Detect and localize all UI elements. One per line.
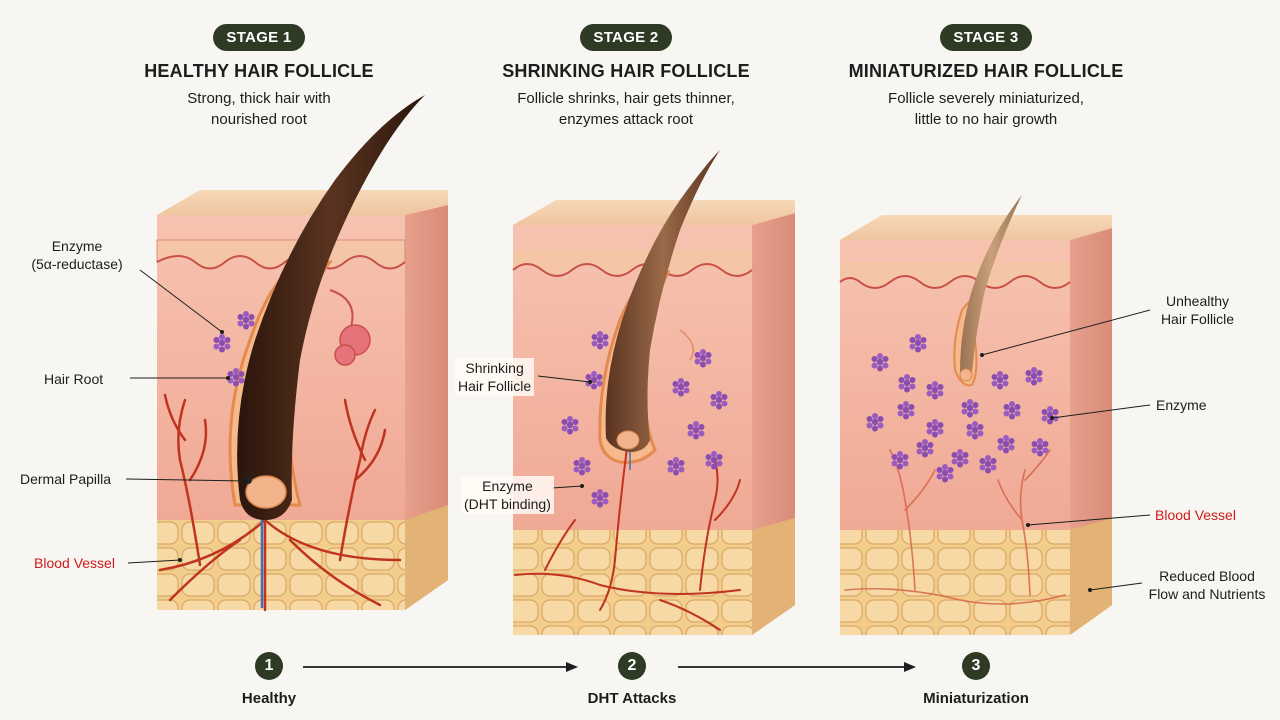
stage-2-description: Follicle shrinks, hair gets thinner, enz… [446,88,806,130]
stage-2-badge: STAGE 2 [580,24,672,51]
step-3: 3 Miniaturization [896,652,1056,707]
step-2-number: 2 [618,652,646,680]
stage-2-skin-block [512,150,795,635]
label-enzyme-line-2: (5α-reductase) [31,256,123,272]
label-enzyme-dht-line-1: Enzyme [482,478,533,494]
progression-arrows [303,662,916,672]
step-1: 1 Healthy [189,652,349,707]
label-dermal-papilla: Dermal Papilla [20,471,112,487]
label-reduced-line-1: Reduced Blood [1159,568,1255,584]
label-unhealthy-line-1: Unhealthy [1165,293,1230,309]
stage-1-title: HEALTHY HAIR FOLLICLE [144,61,374,81]
label-shrinking-line-2: Hair Follicle [458,378,532,394]
label-reduced-blood-flow: Reduced Blood Flow and Nutrients [1142,567,1272,603]
stage-1-description: Strong, thick hair with nourished root [79,88,439,130]
step-1-label: Healthy [241,690,297,707]
stage-3-desc-line-1: Follicle severely miniaturized, [888,90,1084,107]
stage-3-badge: STAGE 3 [940,24,1032,51]
label-enzyme-line-1: Enzyme [51,238,103,254]
label-hair-root: Hair Root [44,371,104,387]
stage-2-desc-line-2: enzymes attack root [558,111,694,128]
stage-3-header: STAGE 3 MINIATURIZED HAIR FOLLICLE Folli… [806,24,1166,130]
leader-lines [125,269,1151,591]
stage-3-skin-block [839,195,1112,635]
label-enzyme-dht-binding: Enzyme (DHT binding) [461,476,554,514]
step-2: 2 DHT Attacks [552,652,712,707]
label-shrinking-hair-follicle: Shrinking Hair Follicle [455,358,535,396]
label-enzyme-dht-line-2: (DHT binding) [464,496,551,512]
stage-1-skin-block [156,95,448,612]
stage-1-header: STAGE 1 HEALTHY HAIR FOLLICLE Strong, th… [79,24,439,130]
step-1-number: 1 [255,652,283,680]
label-blood-vessel-stage-3: Blood Vessel [1155,507,1236,523]
stage-1-desc-line-2: nourished root [211,111,307,128]
label-enzyme-stage-3: Enzyme [1156,397,1207,413]
stage-3-title: MINIATURIZED HAIR FOLLICLE [848,61,1124,81]
stage-1-desc-line-1: Strong, thick hair with [187,90,331,107]
label-enzyme-5a-reductase: Enzyme (5α-reductase) [22,237,132,273]
stage-1-badge: STAGE 1 [213,24,305,51]
stage-2-header: STAGE 2 SHRINKING HAIR FOLLICLE Follicle… [446,24,806,130]
stage-3-desc-line-2: little to no hair growth [914,111,1058,128]
label-unhealthy-line-2: Hair Follicle [1160,311,1235,327]
stage-3-description: Follicle severely miniaturized, little t… [806,88,1166,130]
stage-2-desc-line-1: Follicle shrinks, hair gets thinner, [517,90,735,107]
label-blood-vessel-stage-1: Blood Vessel [34,555,115,571]
step-3-number: 3 [962,652,990,680]
label-reduced-line-2: Flow and Nutrients [1148,586,1266,602]
step-3-label: Miniaturization [923,690,1029,707]
label-unhealthy-hair-follicle: Unhealthy Hair Follicle [1150,292,1245,328]
label-shrinking-line-1: Shrinking [465,360,524,376]
stage-2-title: SHRINKING HAIR FOLLICLE [502,61,750,81]
step-2-label: DHT Attacks [587,690,677,707]
